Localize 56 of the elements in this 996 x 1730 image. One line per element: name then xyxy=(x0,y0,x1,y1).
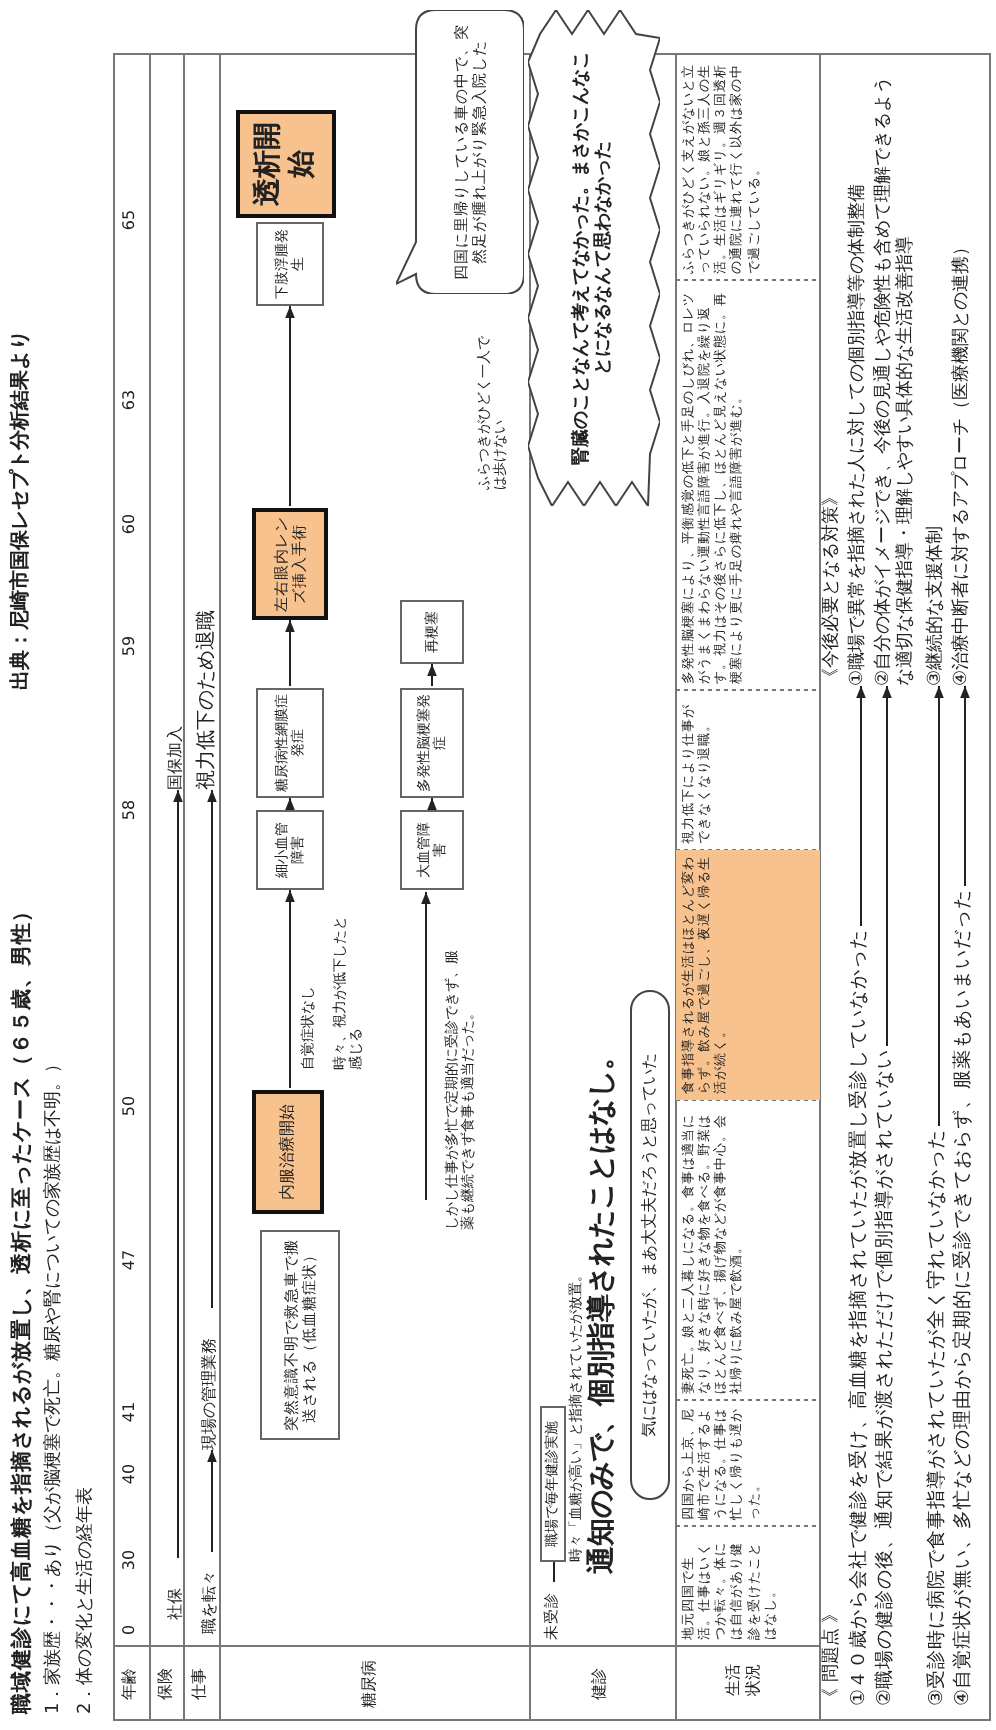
age-number: 47 xyxy=(120,1247,140,1275)
problem-item: ②職場の健診の後、通知で結果が渡されただけで個別指導がされていない xyxy=(874,1048,900,1706)
highlight-box: 透析開始 xyxy=(236,110,336,218)
arrow xyxy=(882,685,892,1047)
problem-item: ③受診時に病院で食事指導がされていたが全く守れていなかった xyxy=(926,1128,952,1706)
age-number: 0 xyxy=(120,1622,140,1640)
arrow xyxy=(427,663,437,687)
age-number: 58 xyxy=(120,797,140,825)
section-heading: 《 問題点 》 xyxy=(822,1604,844,1706)
age-number: 40 xyxy=(120,1461,140,1489)
section-heading: 《今後必要となる対策》 xyxy=(822,488,844,686)
row-header: 生活状況 xyxy=(724,1662,763,1700)
measure-item: ②自分の体がイメージでき、今後の見通しや危険性も含めて理解できるような適切な保健指導・理解しやすい具体的な生活改善指導 xyxy=(874,62,922,686)
problem-item: ①４０歳から会社で健診を受け、高血糖を指摘されていたが放置し受診していなかった xyxy=(848,928,874,1706)
measure-item: ①職場で異常を指摘された人に対しての個別指導等の体制整備 xyxy=(848,62,874,686)
row-header: 糖尿病 xyxy=(360,1658,380,1712)
measure-item: ③継続的な支援体制 xyxy=(926,62,952,686)
age-number: 41 xyxy=(120,1399,140,1427)
row-header: 健診 xyxy=(590,1666,610,1704)
arrow xyxy=(421,891,431,1201)
age-number: 59 xyxy=(120,633,140,661)
age-number: 30 xyxy=(120,1547,140,1575)
problem-item: ④自覚症状が無い、多忙などの理由から定期的に受診できておらず、服薬もあいまいだった xyxy=(952,888,978,1706)
age-number: 63 xyxy=(120,387,140,415)
arrow xyxy=(960,685,970,887)
title: 職域健診にて高血糖を指摘されるが放置し、透析に至ったケース（６５歳、男性） xyxy=(10,900,36,1714)
arrow xyxy=(285,797,295,810)
arrow xyxy=(207,789,217,1309)
arrow xyxy=(285,619,295,687)
timeline-label: 社保 xyxy=(166,1560,190,1620)
thought-bubble: 気にはなっていたが、まあ大丈夫だろうと思っていた xyxy=(630,990,670,1500)
arrow xyxy=(427,797,437,810)
timeline-label: 現場の管理業務 xyxy=(200,1310,224,1450)
timeline-label: 職を転々 xyxy=(200,1554,224,1634)
arrow xyxy=(285,305,295,507)
arrow xyxy=(207,1449,217,1553)
source-text: 出典：尼崎市国保レセプト分析結果より xyxy=(10,330,34,690)
arrow xyxy=(856,685,866,927)
arrow xyxy=(173,789,183,1559)
arrow xyxy=(285,889,295,1089)
row-header: 仕事 xyxy=(190,1666,210,1704)
age-number: 65 xyxy=(120,207,140,235)
callout-text: 通知のみで、個別指導されたことはなし。 xyxy=(586,1042,620,1574)
timeline-label: 国保加入 xyxy=(166,700,190,790)
note-text: 1．家族歴・・・あり（父が脳梗塞で死亡。糖尿や腎についての家族歴は不明。） xyxy=(44,1054,66,1714)
timeline-label: 視力低下のため退職 xyxy=(196,590,224,790)
row-header: 年齢 xyxy=(120,1666,140,1704)
section-heading: 2．体の変化と生活の経年表 xyxy=(76,1486,98,1714)
measure-item: ④治療中断者に対するアプローチ（医療機関との連携） xyxy=(952,62,978,686)
age-number: 50 xyxy=(120,1093,140,1121)
row-header: 保険 xyxy=(156,1666,176,1704)
connector-line xyxy=(553,1561,555,1583)
age-number: 60 xyxy=(120,511,140,539)
arrow xyxy=(934,685,944,1127)
exclamation-bubble: 腎臓のことなんて考えてなかった。まさかこんなことになるなんて思わなかった xyxy=(528,10,660,506)
highlight-box: 内服治療開始 xyxy=(252,1090,324,1214)
